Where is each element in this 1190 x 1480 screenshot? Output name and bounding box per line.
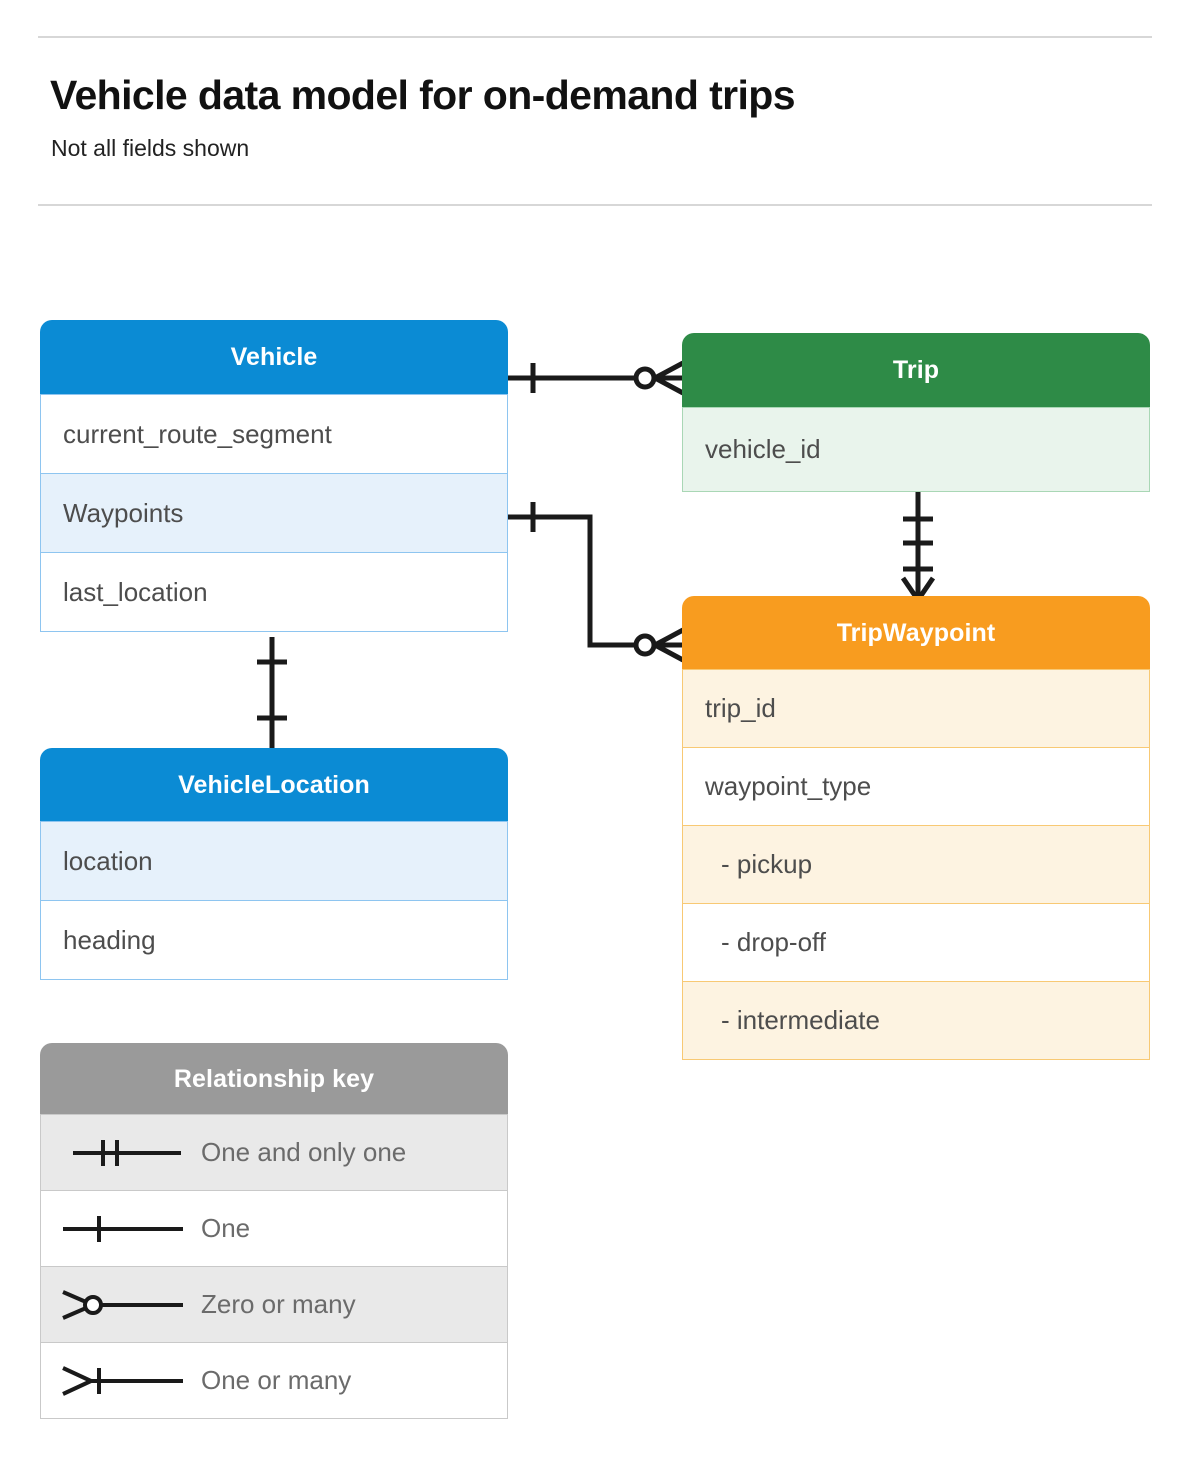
legend-body: One and only one One <box>40 1114 508 1419</box>
entity-trip[interactable]: Trip vehicle_id <box>682 333 1150 492</box>
relationship-vehicle-trip <box>505 360 685 396</box>
entity-vehicle-header: Vehicle <box>40 320 508 395</box>
page-title: Vehicle data model for on-demand trips <box>50 72 796 118</box>
entity-vehiclelocation[interactable]: VehicleLocation location heading <box>40 748 508 980</box>
entity-tripwaypoint-body: trip_id waypoint_type - pickup - drop-of… <box>682 669 1150 1060</box>
legend-item-label: Zero or many <box>201 1289 356 1319</box>
legend-item-one-or-many[interactable]: One or many <box>40 1342 508 1419</box>
relationship-vehicle-vehiclelocation <box>257 637 287 755</box>
field-location[interactable]: location <box>40 821 508 901</box>
field-label: current_route_segment <box>63 418 332 449</box>
legend-item-zero-or-many[interactable]: Zero or many <box>40 1266 508 1343</box>
entity-vehiclelocation-header: VehicleLocation <box>40 748 508 822</box>
entity-vehiclelocation-title: VehicleLocation <box>178 770 370 799</box>
entity-vehicle-title: Vehicle <box>230 343 318 371</box>
legend-item-label: One and only one <box>201 1137 407 1167</box>
one-or-many-icon <box>41 1343 201 1418</box>
legend-item-one-and-only-one[interactable]: One and only one <box>40 1114 508 1191</box>
one-icon <box>41 1191 201 1266</box>
field-current-route-segment[interactable]: current_route_segment <box>40 394 508 474</box>
entity-vehiclelocation-body: location heading <box>40 821 508 980</box>
field-waypoint-type-dropoff[interactable]: - drop-off <box>682 903 1150 982</box>
field-vehicle-id[interactable]: vehicle_id <box>682 407 1150 492</box>
field-label: heading <box>63 924 156 955</box>
zero-or-many-icon <box>41 1267 201 1342</box>
legend-item-one[interactable]: One <box>40 1190 508 1267</box>
field-waypoint-type-intermediate[interactable]: - intermediate <box>682 981 1150 1060</box>
legend-relationship-key[interactable]: Relationship key One and only one <box>40 1043 508 1419</box>
field-label: vehicle_id <box>705 434 821 464</box>
field-label: trip_id <box>705 693 776 723</box>
entity-vehicle-body: current_route_segment Waypoints last_loc… <box>40 394 508 632</box>
header-divider-top <box>38 36 1152 38</box>
legend-item-label: One or many <box>201 1365 352 1395</box>
relationship-trip-tripwaypoint <box>900 492 936 602</box>
entity-trip-title: Trip <box>892 356 940 384</box>
entity-tripwaypoint-title: TripWaypoint <box>836 618 996 647</box>
legend-title: Relationship key <box>173 1064 375 1093</box>
field-label: last_location <box>63 576 208 607</box>
field-trip-id[interactable]: trip_id <box>682 669 1150 748</box>
field-label: Waypoints <box>63 497 184 528</box>
field-label: - intermediate <box>721 1005 880 1035</box>
field-label: - pickup <box>721 849 813 879</box>
entity-trip-header: Trip <box>682 333 1150 408</box>
field-label: - drop-off <box>721 927 827 957</box>
legend-header: Relationship key <box>40 1043 508 1115</box>
header-divider-bottom <box>38 204 1152 206</box>
field-last-location[interactable]: last_location <box>40 552 508 632</box>
entity-tripwaypoint-header: TripWaypoint <box>682 596 1150 670</box>
one-and-only-one-icon <box>41 1115 201 1190</box>
entity-trip-body: vehicle_id <box>682 407 1150 492</box>
entity-tripwaypoint[interactable]: TripWaypoint trip_id waypoint_type - pic… <box>682 596 1150 1060</box>
field-waypoints[interactable]: Waypoints <box>40 473 508 553</box>
entity-vehicle[interactable]: Vehicle current_route_segment Waypoints … <box>40 320 508 632</box>
legend-item-label: One <box>201 1213 251 1243</box>
field-waypoint-type-pickup[interactable]: - pickup <box>682 825 1150 904</box>
field-waypoint-type[interactable]: waypoint_type <box>682 747 1150 826</box>
field-heading[interactable]: heading <box>40 900 508 980</box>
page-subtitle: Not all fields shown <box>51 135 250 161</box>
relationship-waypoints-tripwaypoint <box>508 502 685 663</box>
field-label: waypoint_type <box>705 771 872 801</box>
field-label: location <box>63 845 153 876</box>
